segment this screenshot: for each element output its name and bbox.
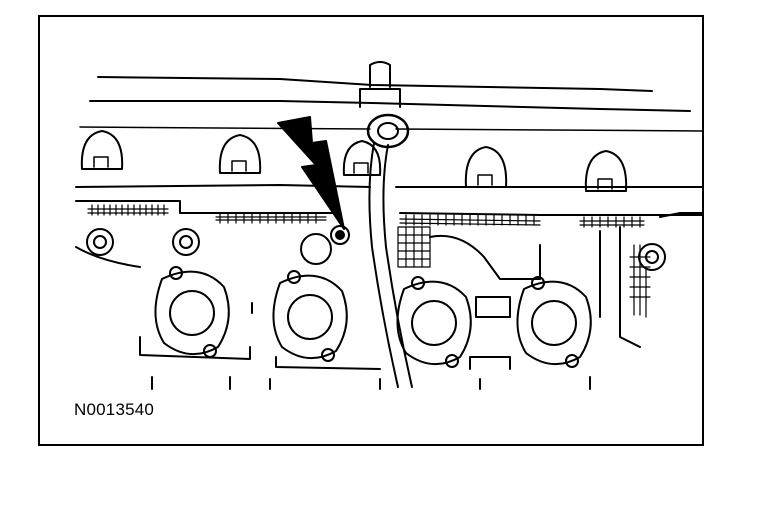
intake-port bbox=[516, 276, 592, 368]
ground-bolt bbox=[330, 225, 350, 245]
intake-port bbox=[396, 276, 472, 368]
hatch-strips bbox=[87, 204, 645, 228]
intake-port bbox=[154, 266, 230, 358]
pointer-arrow bbox=[277, 116, 345, 230]
bolt-cover bbox=[80, 130, 124, 170]
top-stud bbox=[359, 61, 401, 108]
bolt-cover bbox=[584, 150, 628, 192]
bolt-cover bbox=[218, 134, 262, 174]
bolt-covers bbox=[80, 130, 628, 192]
head-rails bbox=[75, 76, 702, 216]
illustration-frame: N0013540 bbox=[38, 15, 704, 446]
port-flanges bbox=[154, 266, 592, 368]
lower-block bbox=[75, 212, 702, 390]
cylinder-head-illustration bbox=[75, 61, 702, 390]
figure-reference-code: N0013540 bbox=[74, 400, 155, 419]
bosses bbox=[86, 228, 666, 271]
crosshatch bbox=[397, 226, 651, 318]
intake-port bbox=[272, 270, 348, 362]
bolt-cover bbox=[342, 140, 382, 176]
bolt-cover bbox=[464, 146, 508, 188]
